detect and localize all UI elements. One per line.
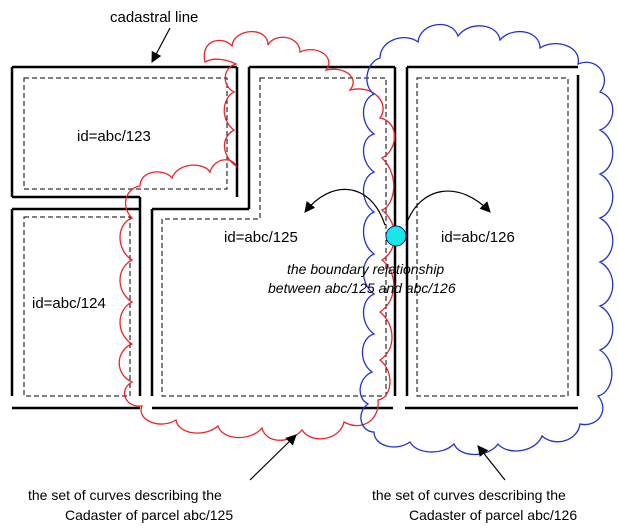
arrow-to-126 [405, 190, 491, 226]
caption-125-line2: Cadaster of parcel abc/125 [65, 507, 233, 523]
caption-126-line2: Cadaster of parcel abc/126 [409, 507, 577, 523]
parcel-123-label: id=abc/123 [77, 128, 151, 145]
parcel-123-outline [23, 77, 228, 190]
arrow-to-125 [304, 189, 386, 226]
caption-125-pointer [249, 434, 297, 481]
parcel-126-curve [359, 23, 614, 456]
parcel-126-outline [416, 77, 569, 397]
boundary-marker [385, 225, 407, 247]
boundary-relationship-line1: the boundary relationship [287, 261, 444, 277]
parcel-124-label: id=abc/124 [32, 295, 106, 312]
caption-126-line1: the set of curves describing the [372, 487, 566, 503]
cadastral-line-label: cadastral line [110, 9, 198, 26]
parcel-125-label: id=abc/125 [224, 229, 298, 246]
caption-125-line1: the set of curves describing the [28, 487, 222, 503]
parcel-126-label: id=abc/126 [441, 229, 515, 246]
parcel-outlines [23, 77, 569, 397]
cadastral-line-pointer [151, 27, 171, 63]
parcel-124-outline [23, 216, 131, 397]
parcel-125-outline [161, 77, 387, 397]
parcel-125-curve [118, 31, 396, 441]
pointer-arrows [151, 27, 506, 481]
boundary-relationship-line2: between abc/125 and abc/126 [268, 280, 456, 296]
boundary-arrows [304, 189, 491, 226]
caption-126-pointer [477, 445, 506, 481]
